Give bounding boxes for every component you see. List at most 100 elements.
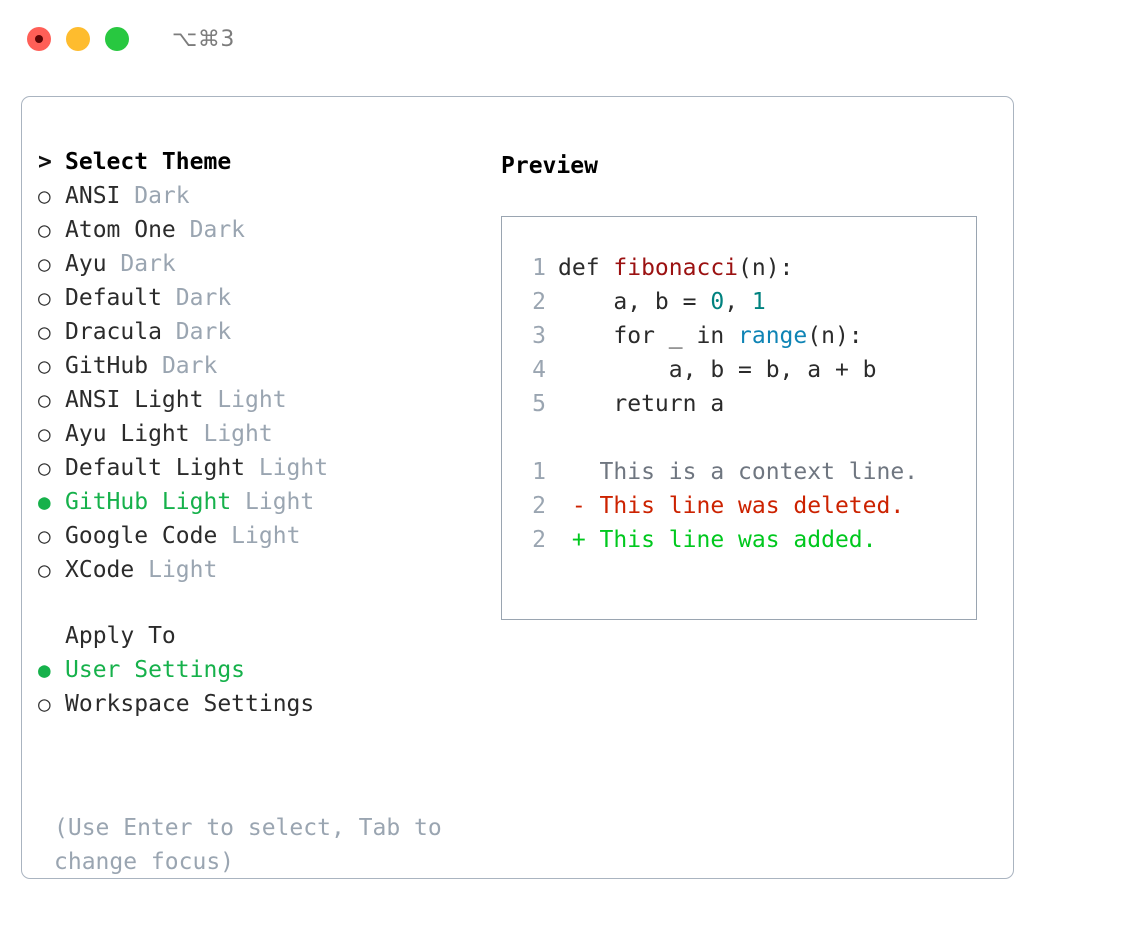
title-bar: ⌥⌘3 [0, 0, 1140, 78]
line-number: 2 [532, 289, 546, 315]
diff-line: 2 + This line was added. [522, 527, 976, 561]
theme-option[interactable]: ○ Default Light Light [38, 455, 488, 489]
theme-option-name: GitHub [65, 353, 149, 379]
keyboard-hint: (Use Enter to select, Tab to change focu… [54, 815, 442, 875]
diff-sign: + [558, 527, 600, 553]
theme-option-variant: Dark [175, 217, 246, 243]
theme-picker-header: > Select Theme [38, 149, 488, 183]
line-number: 2 [532, 527, 546, 553]
diff-sign: - [558, 493, 600, 519]
code-token: range [738, 323, 808, 349]
theme-picker: > Select Theme ○ANSI Dark○Atom One Dark○… [38, 149, 488, 875]
line-number: 4 [532, 357, 546, 383]
radio-unselected-icon: ○ [38, 184, 51, 208]
radio-unselected-icon: ○ [38, 456, 51, 480]
theme-option-name: ANSI Light [65, 387, 204, 413]
theme-option-variant: Light [189, 421, 273, 447]
main-panel: > Select Theme ○ANSI Dark○Atom One Dark○… [21, 96, 1014, 879]
diff-text: This line was added. [599, 527, 877, 553]
apply-to-title: Apply To [65, 623, 176, 649]
apply-to-option[interactable]: ○Workspace Settings [38, 691, 488, 725]
theme-option-name: Default [65, 285, 162, 311]
theme-option[interactable]: ○Ayu Dark [38, 251, 488, 285]
keyboard-shortcut-label: ⌥⌘3 [172, 26, 235, 52]
theme-option-variant: Dark [161, 319, 232, 345]
apply-to-header: Apply To [38, 623, 488, 657]
maximize-button[interactable] [105, 27, 129, 51]
code-token: fibonacci [613, 255, 739, 281]
theme-list: ○ANSI Dark○Atom One Dark○Ayu Dark○Defaul… [38, 183, 488, 591]
code-token: return a [558, 391, 725, 417]
code-line: 5 return a [522, 391, 976, 425]
theme-option-variant: Light [217, 523, 301, 549]
theme-option-name: Default Light [65, 455, 246, 481]
theme-option[interactable]: ○ Ayu Light Light [38, 421, 488, 455]
radio-unselected-icon: ○ [38, 692, 51, 716]
radio-unselected-icon: ○ [38, 558, 51, 582]
code-token: def [558, 255, 614, 281]
diff-sign [558, 459, 600, 485]
code-line: 1 def fibonacci(n): [522, 255, 976, 289]
theme-option[interactable]: ○Dracula Dark [38, 319, 488, 353]
theme-option-name: Ayu Light [65, 421, 190, 447]
radio-unselected-icon: ○ [38, 422, 51, 446]
code-line: 3 for _ in range(n): [522, 323, 976, 357]
radio-unselected-icon: ○ [38, 354, 51, 378]
diff-text: This is a context line. [599, 459, 919, 485]
line-number: 3 [532, 323, 546, 349]
theme-option[interactable]: ○ Default Dark [38, 285, 488, 319]
theme-option[interactable]: ○GitHub Dark [38, 353, 488, 387]
code-token: for _ in [558, 323, 739, 349]
radio-selected-icon: ● [38, 490, 51, 514]
diff-line: 2 - This line was deleted. [522, 493, 976, 527]
theme-option-name: Google Code [65, 523, 218, 549]
code-token: 1 [751, 289, 766, 315]
theme-option-name: Atom One [65, 217, 176, 243]
minimize-button[interactable] [66, 27, 90, 51]
radio-unselected-icon: ○ [38, 388, 51, 412]
theme-option-variant: Dark [120, 183, 190, 209]
theme-option-variant: Dark [161, 285, 232, 311]
theme-option[interactable]: ○ Google Code Light [38, 523, 488, 557]
theme-option[interactable]: ○ XCode Light [38, 557, 488, 591]
code-line: 2 a, b = 0, 1 [522, 289, 976, 323]
code-line: 4 a, b = b, a + b [522, 357, 976, 391]
code-token: a, b = b, a + b [558, 357, 877, 383]
theme-option-name: ANSI [65, 183, 121, 209]
radio-unselected-icon: ○ [38, 252, 51, 276]
apply-to-option-label: User Settings [65, 657, 246, 683]
code-token: (n): [807, 323, 863, 349]
theme-option[interactable]: ○ ANSI Dark [38, 183, 488, 217]
radio-unselected-icon: ○ [38, 218, 51, 242]
code-diff-spacer [522, 425, 976, 459]
code-token: , [724, 289, 752, 315]
theme-option-name: XCode [65, 557, 135, 583]
theme-option[interactable]: ○ Atom One Dark [38, 217, 488, 251]
apply-to-option[interactable]: ● User Settings [38, 657, 488, 691]
line-number: 1 [532, 255, 546, 281]
theme-option[interactable]: ● GitHub Light Light [38, 489, 488, 523]
theme-option[interactable]: ○ANSI Light Light [38, 387, 488, 421]
theme-option-variant: Light [134, 557, 218, 583]
theme-picker-title: Select Theme [65, 149, 232, 175]
code-token: (n): [738, 255, 794, 281]
line-number: 1 [532, 459, 546, 485]
theme-option-variant: Light [231, 489, 315, 515]
line-number: 5 [532, 391, 546, 417]
radio-unselected-icon: ○ [38, 286, 51, 310]
apply-to-list: ● User Settings ○Workspace Settings [38, 657, 488, 725]
theme-option-name: GitHub Light [65, 489, 232, 515]
diff-sample: 1 This is a context line.2 - This line w… [522, 459, 976, 561]
close-button[interactable] [27, 27, 51, 51]
preview-title: Preview [501, 153, 598, 179]
radio-unselected-icon: ○ [38, 320, 51, 344]
theme-option-variant: Light [245, 455, 329, 481]
theme-option-variant: Dark [106, 251, 176, 277]
window-controls [27, 27, 129, 51]
diff-line: 1 This is a context line. [522, 459, 976, 493]
radio-unselected-icon: ○ [38, 524, 51, 548]
radio-selected-icon: ● [38, 658, 51, 682]
